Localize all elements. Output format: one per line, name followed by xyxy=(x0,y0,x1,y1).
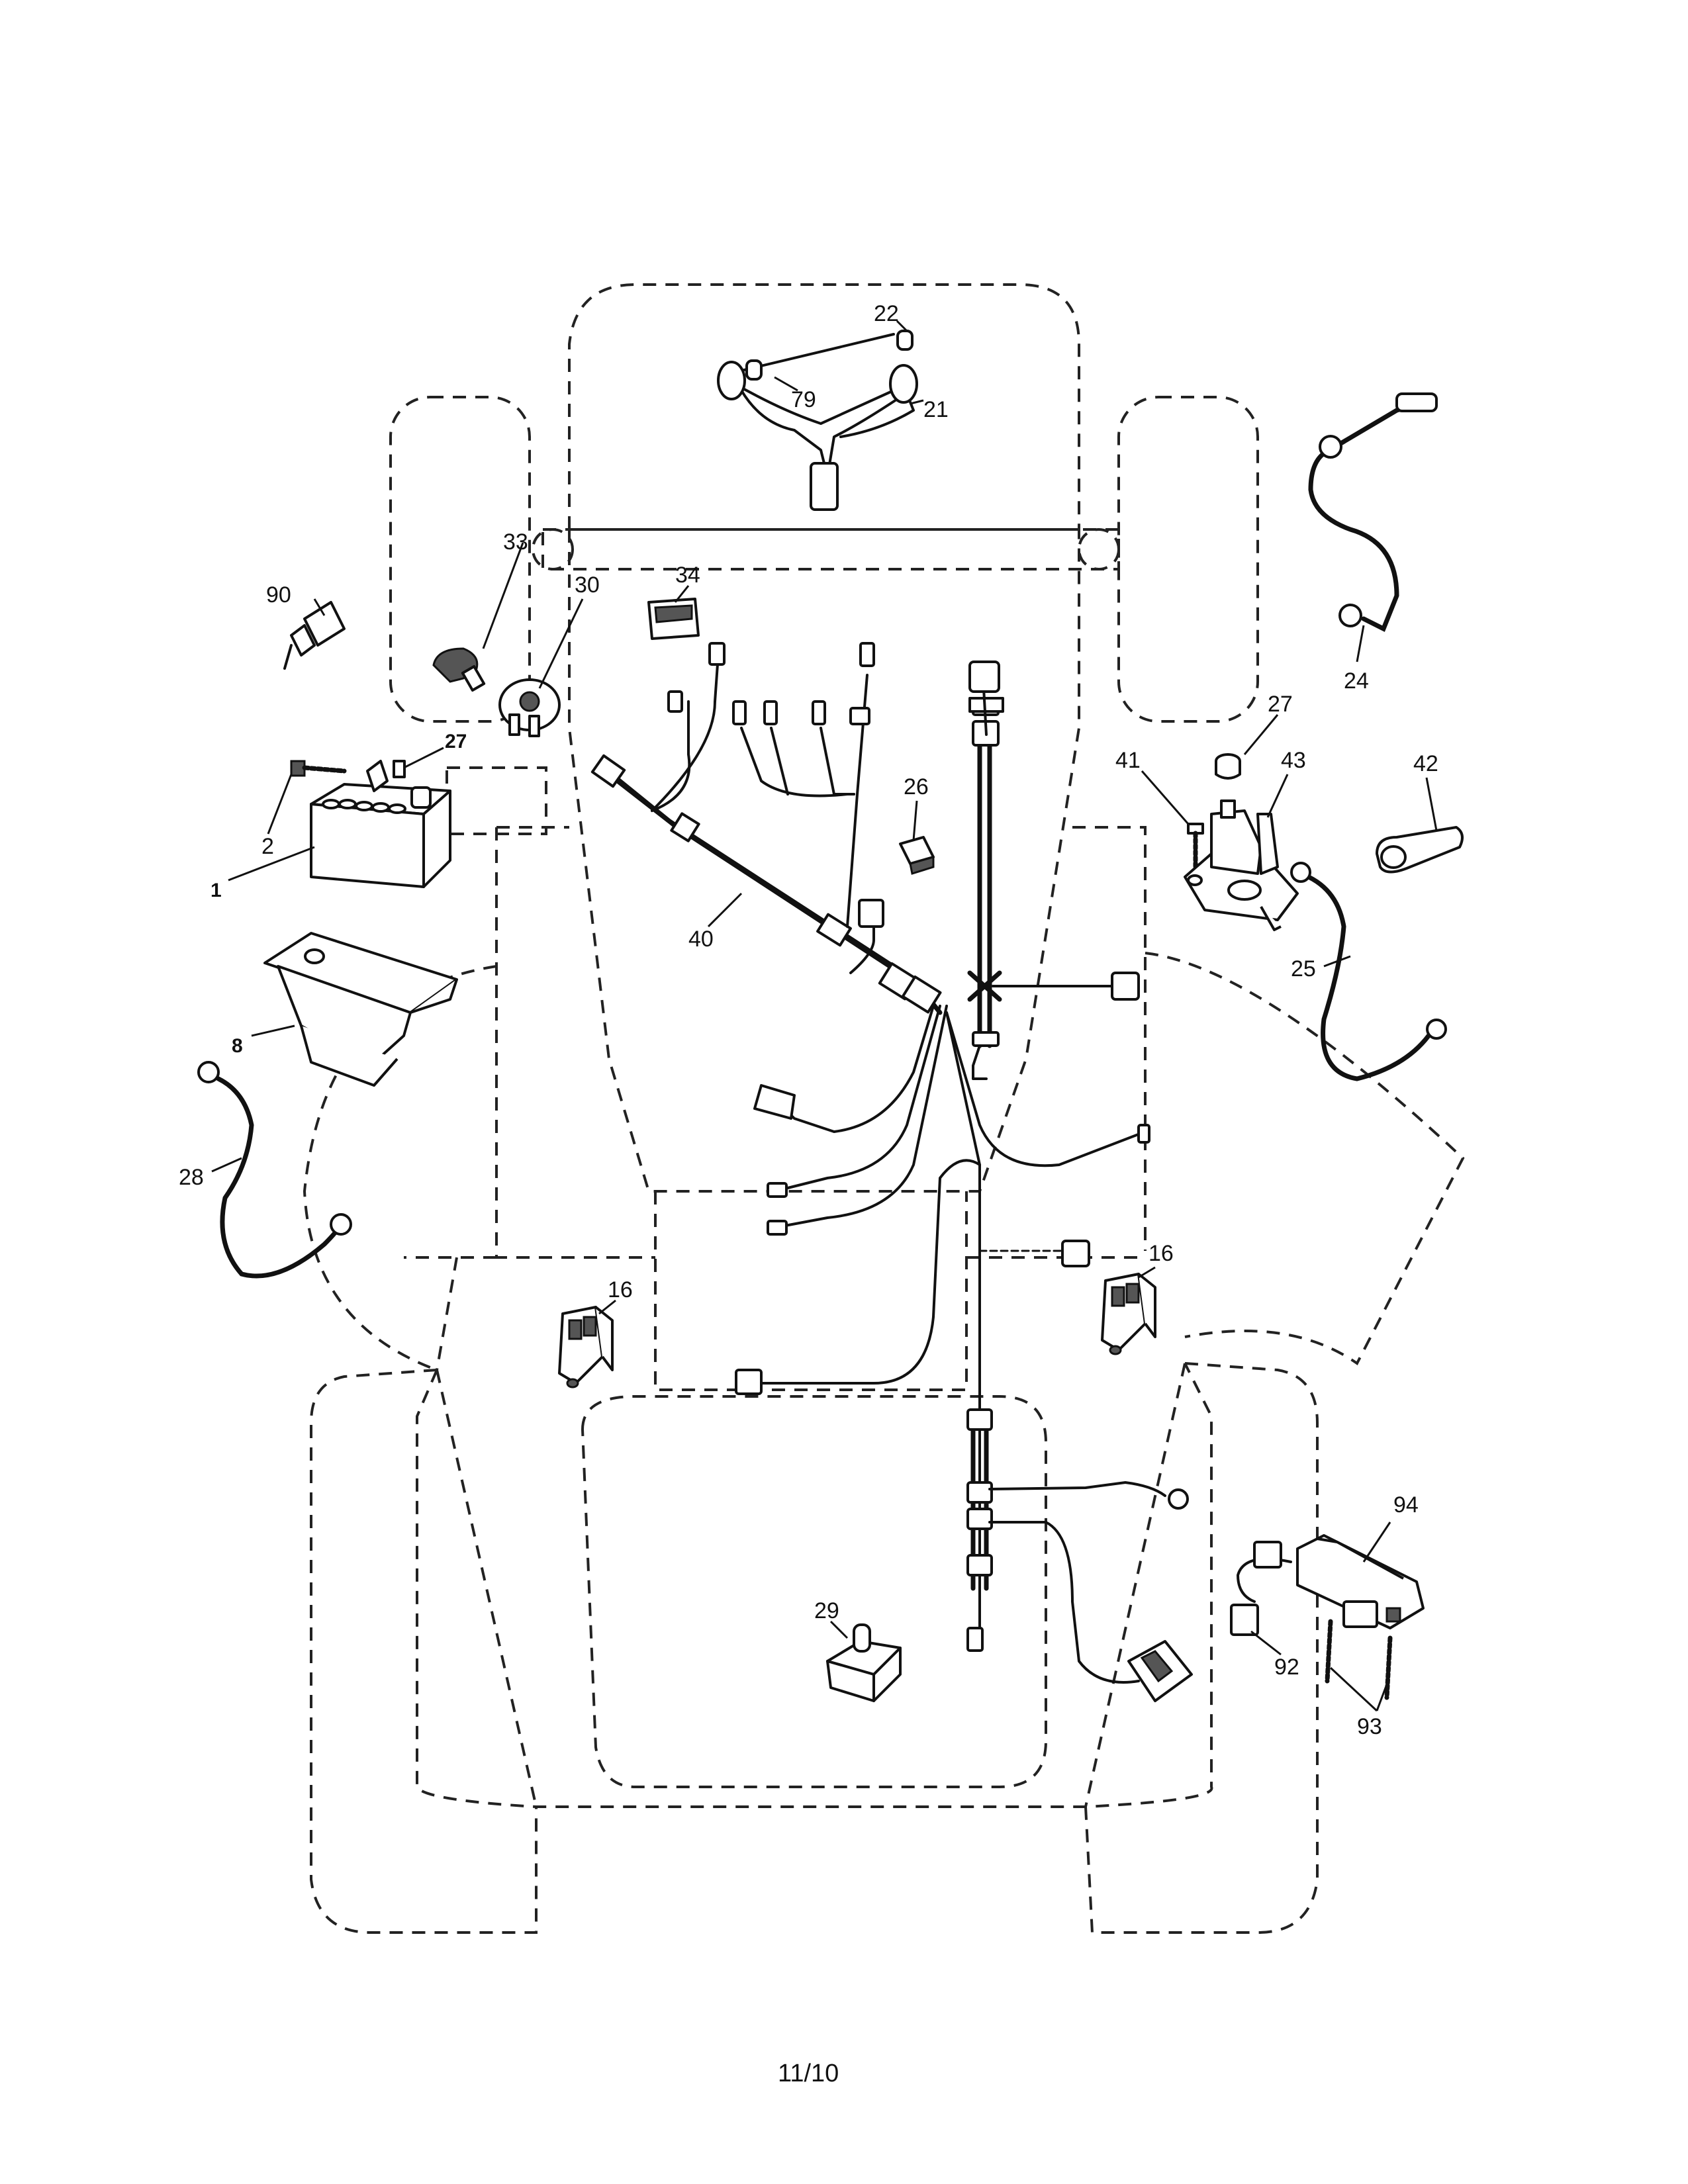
part-labels: 22 79 21 33 90 30 34 27 2 1 26 40 8 28 2… xyxy=(179,301,1438,1739)
label-26: 26 xyxy=(904,774,929,799)
label-27-left: 27 xyxy=(445,731,467,752)
part-90-switch xyxy=(283,601,346,670)
label-79: 79 xyxy=(791,387,816,412)
part-42-terminal-boot xyxy=(1376,826,1464,874)
harness-connector-a xyxy=(590,754,626,788)
label-93: 93 xyxy=(1357,1714,1382,1739)
label-43: 43 xyxy=(1281,748,1306,773)
headlight-bulb-left xyxy=(717,361,746,400)
part-40-main-harness xyxy=(590,642,1150,1623)
label-34: 34 xyxy=(675,563,700,588)
part-28-ground-cable xyxy=(197,1061,352,1279)
label-21: 21 xyxy=(923,397,949,422)
label-27-right: 27 xyxy=(1268,692,1293,717)
tractor-outline xyxy=(303,283,1465,1934)
label-28: 28 xyxy=(179,1165,204,1190)
harness-sheath-vertical xyxy=(967,660,1140,1080)
part-93-screws xyxy=(1325,1619,1393,1700)
part-8-battery-tray xyxy=(263,932,458,1087)
label-29: 29 xyxy=(814,1598,839,1623)
part-25-cable xyxy=(1290,862,1447,1081)
part-27-nut-right xyxy=(1215,753,1241,780)
rear-switch-plug xyxy=(1127,1640,1193,1702)
label-2: 2 xyxy=(261,834,274,859)
part-2-bolt xyxy=(290,760,347,777)
part-33-key xyxy=(432,647,486,692)
part-92-connector xyxy=(1230,1541,1292,1636)
label-42: 42 xyxy=(1413,751,1438,776)
label-1: 1 xyxy=(211,880,222,901)
part-27-nut-left xyxy=(393,760,406,778)
headlight-assembly xyxy=(717,330,918,511)
part-34-rocker-switch xyxy=(647,598,700,640)
page-number: 11/10 xyxy=(778,2060,839,2087)
label-90: 90 xyxy=(266,582,291,608)
part-41-bolt xyxy=(1187,823,1204,870)
part-24-battery-cable xyxy=(1308,392,1438,632)
label-16-right: 16 xyxy=(1149,1241,1174,1266)
part-43-solenoid xyxy=(1184,799,1299,931)
part-30-ignition-switch xyxy=(498,678,561,737)
label-16-left: 16 xyxy=(608,1277,633,1302)
label-94: 94 xyxy=(1393,1492,1419,1518)
part-1-battery xyxy=(310,760,451,888)
label-22: 22 xyxy=(874,301,899,326)
part-94-module xyxy=(1296,1534,1425,1629)
label-33: 33 xyxy=(503,529,528,555)
label-40: 40 xyxy=(688,927,714,952)
part-26-fuse xyxy=(899,836,935,875)
headlight-connector xyxy=(810,462,839,511)
label-92: 92 xyxy=(1274,1655,1299,1680)
part-29-seat-switch xyxy=(826,1623,902,1702)
label-30: 30 xyxy=(575,572,600,598)
label-24: 24 xyxy=(1344,668,1369,694)
headlight-bulb-right xyxy=(889,364,918,404)
label-41: 41 xyxy=(1115,748,1141,773)
leader-lines xyxy=(211,320,1438,1712)
label-8: 8 xyxy=(232,1035,243,1057)
rear-harness xyxy=(966,1408,1189,1684)
label-25: 25 xyxy=(1291,956,1316,981)
part-16-switch-right xyxy=(1101,1273,1156,1355)
part-16-switch-left xyxy=(558,1306,614,1388)
